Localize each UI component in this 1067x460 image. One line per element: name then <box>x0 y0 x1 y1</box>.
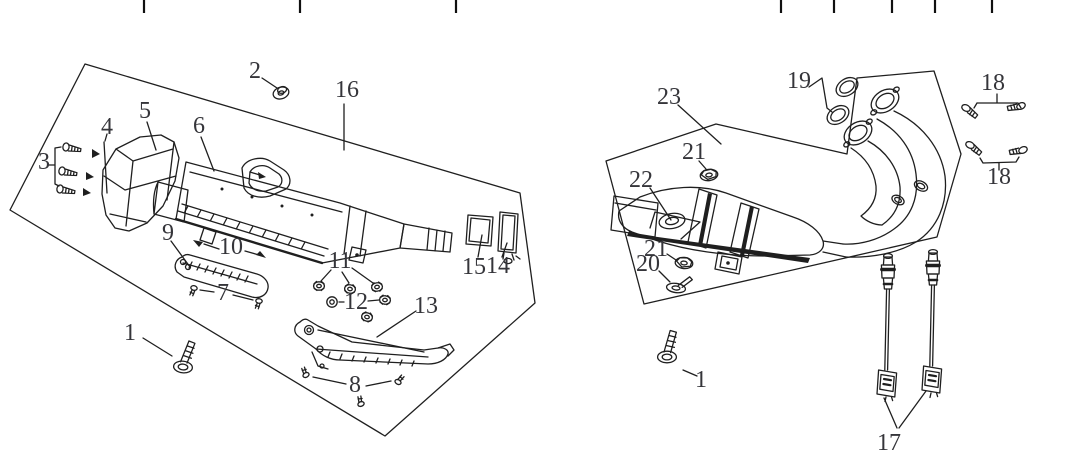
bolt-part-18b <box>1005 98 1027 116</box>
rod-part-4 <box>103 141 108 194</box>
grommet-part-2 <box>272 85 290 100</box>
part-label-10: 10 <box>219 234 243 260</box>
leader-18-top <box>973 93 1022 109</box>
leader-1-right <box>682 369 698 377</box>
ruler-ticks <box>142 0 994 13</box>
part-label-7: 7 <box>217 280 229 306</box>
leader-2 <box>261 77 278 89</box>
part-label-18-bottom: 18 <box>987 164 1011 190</box>
part-label-12: 12 <box>344 289 368 315</box>
washer-part-12 <box>326 296 338 308</box>
leader-21a <box>698 160 707 170</box>
leader-20 <box>658 270 671 283</box>
leader-19 <box>808 77 833 113</box>
part-label-13: 13 <box>414 293 438 319</box>
mid-pipe-part-22 <box>610 186 847 275</box>
leader-21b <box>666 253 677 261</box>
gasket-part-19b <box>822 101 854 129</box>
part-label-20: 20 <box>636 251 660 277</box>
oxygen-sensor-part-17a <box>875 251 899 404</box>
leader-23 <box>677 104 722 145</box>
part-label-3: 3 <box>38 149 50 175</box>
part-label-4: 4 <box>101 114 113 140</box>
clamp-part-15 <box>465 214 494 247</box>
screw-part-20 <box>665 276 693 294</box>
leader-7 <box>199 289 254 301</box>
part-label-11: 11 <box>328 248 352 274</box>
leader-12 <box>338 299 380 303</box>
part-label-6: 6 <box>193 113 205 139</box>
header-group-outline <box>605 70 962 305</box>
leader-13 <box>376 310 417 338</box>
part-label-17: 17 <box>877 430 901 456</box>
leader-11 <box>320 267 374 284</box>
muffler-assembly-group <box>9 63 536 437</box>
header-assembly-group <box>605 70 1029 429</box>
leader-14 <box>501 242 508 258</box>
part-label-16: 16 <box>335 77 359 103</box>
part-label-8: 8 <box>349 372 361 398</box>
part-label-18-top: 18 <box>981 70 1005 96</box>
part-label-2: 2 <box>249 58 261 84</box>
part-label-1-left: 1 <box>124 320 136 346</box>
part-label-22: 22 <box>629 167 653 193</box>
part-label-21-bottom: 21 <box>644 236 668 262</box>
muffler-group-outline <box>9 63 536 437</box>
flange-bolt-part-1-right <box>656 329 678 364</box>
flange-bolt-part-1-left <box>172 339 196 375</box>
bolt-part-18d <box>1007 142 1029 160</box>
nut-part-12a <box>378 294 392 306</box>
end-cap-part-5 <box>101 134 180 232</box>
leader-6 <box>200 136 215 172</box>
leader-15 <box>477 234 483 258</box>
bolt-part-18c <box>963 139 985 157</box>
leader-1-left <box>142 337 173 357</box>
part-label-1-right: 1 <box>695 367 707 393</box>
screw-part-7a <box>188 284 199 297</box>
leader-17 <box>883 390 927 429</box>
bolt-part-18a <box>959 102 981 120</box>
muffler-body-part-6 <box>152 157 453 265</box>
part-label-23: 23 <box>657 84 681 110</box>
clamp-part-14 <box>497 211 521 265</box>
flange-nut-part-21b <box>674 255 694 271</box>
bracket-part-13 <box>294 318 455 370</box>
part-label-9: 9 <box>162 220 174 246</box>
part-label-14: 14 <box>486 253 510 279</box>
leader-5 <box>146 121 157 151</box>
screw-part-8b <box>393 372 406 387</box>
leader-22 <box>649 187 672 221</box>
leader-4 <box>104 133 108 142</box>
oxygen-sensor-part-17b <box>920 247 944 400</box>
leader-9 <box>170 240 191 268</box>
leader-18-bottom <box>979 156 1020 171</box>
screw-part-7b <box>254 297 264 310</box>
screws-part-3 <box>47 141 100 196</box>
part-label-21-top: 21 <box>682 139 706 165</box>
leader-8 <box>312 376 392 387</box>
part-label-15: 15 <box>462 254 486 280</box>
screws-part-10 <box>193 240 266 258</box>
part-label-19: 19 <box>787 68 811 94</box>
flange-nut-part-21a <box>698 167 720 183</box>
nut-part-11a <box>312 280 326 292</box>
heat-shield-part-9 <box>174 253 269 299</box>
screw-part-8a <box>298 365 311 380</box>
part-label-5: 5 <box>139 98 151 124</box>
